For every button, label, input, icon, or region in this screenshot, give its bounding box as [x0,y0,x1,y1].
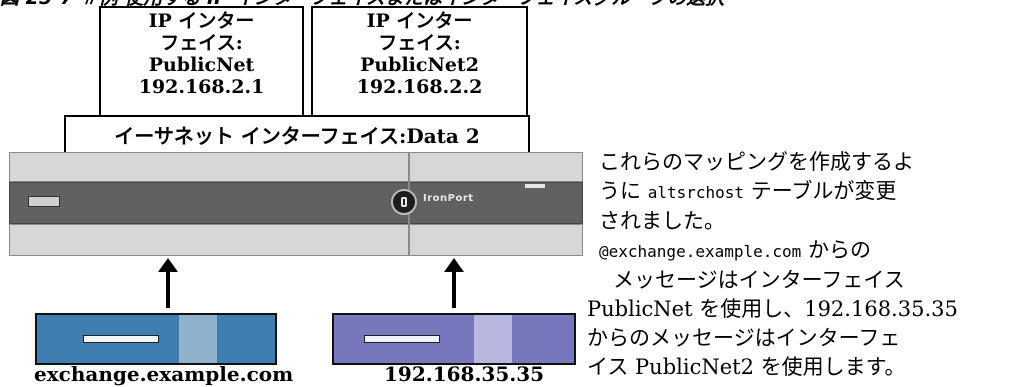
explanation-line: @exchange.example.com からの [599,236,1005,266]
explanation-line: メッセージはインターフェイス [613,268,905,292]
ethernet-interface-box: イーサネット インターフェイス:Data 2 [64,115,530,157]
appliance-illustration: IronPort [9,152,583,256]
ip-interface-name: PublicNet [148,54,255,76]
explanation-text-segment: テーブルが変更 [744,179,897,203]
device-accent-stripe [179,315,217,363]
ip-interface-name: PublicNet2 [360,54,479,76]
source-device-exchange [35,313,277,365]
explanation-line: これらのマッピングを作成するよ [599,150,914,174]
ip-interface-address: 192.168.2.2 [356,76,483,98]
device-accent-stripe [474,315,512,363]
explanation-line: イス PublicNet2 を使用します。 [587,355,906,379]
code-altsrchost: altsrchost [647,183,745,202]
power-logo-inner [401,197,407,207]
status-led [525,184,545,188]
device-drive-bar [83,335,159,343]
explanation-text: これらのマッピングを作成するよ うに altsrchost テーブルが変更 され… [587,148,1005,382]
ip-interface-label-line2: フェイス: [378,32,461,54]
ip-interface-box-publicnet: IP インター フェイス: PublicNet 192.168.2.1 [99,6,304,118]
explanation-line: うに altsrchost テーブルが変更 [599,177,1005,207]
source-label-ip: 192.168.35.35 [384,362,545,386]
explanation-line: されました。 [599,209,725,233]
explanation-line: PublicNet を使用し、192.168.35.35 [587,297,958,321]
figure-caption: 図 25-7 ＃例 使用する IP インターフェイスまたはインターフェイスグルー… [0,0,760,8]
up-arrow-icon [158,258,178,308]
source-device-ip [332,313,576,365]
appliance-logo-text: IronPort [423,193,474,204]
appliance-top-panel [9,152,583,182]
explanation-text-segment: からの [801,238,871,262]
power-logo-icon [391,189,417,215]
ip-interface-label-line2: フェイス: [160,32,243,54]
drive-slot [28,196,60,207]
ip-interface-label-line1: IP インター [366,10,473,32]
ip-interface-box-publicnet2: IP インター フェイス: PublicNet2 192.168.2.2 [311,6,528,118]
up-arrow-icon [444,258,464,308]
code-exchange-domain: @exchange.example.com [599,242,802,261]
source-label-exchange: exchange.example.com [34,362,294,386]
ip-interface-address: 192.168.2.1 [138,76,265,98]
appliance-bottom-panel [9,224,583,256]
explanation-text-segment: うに [599,179,648,203]
appliance-middle-panel [9,182,583,224]
device-drive-bar [364,335,440,343]
explanation-line: からのメッセージはインターフェ [587,326,901,350]
ip-interface-label-line1: IP インター [148,10,255,32]
